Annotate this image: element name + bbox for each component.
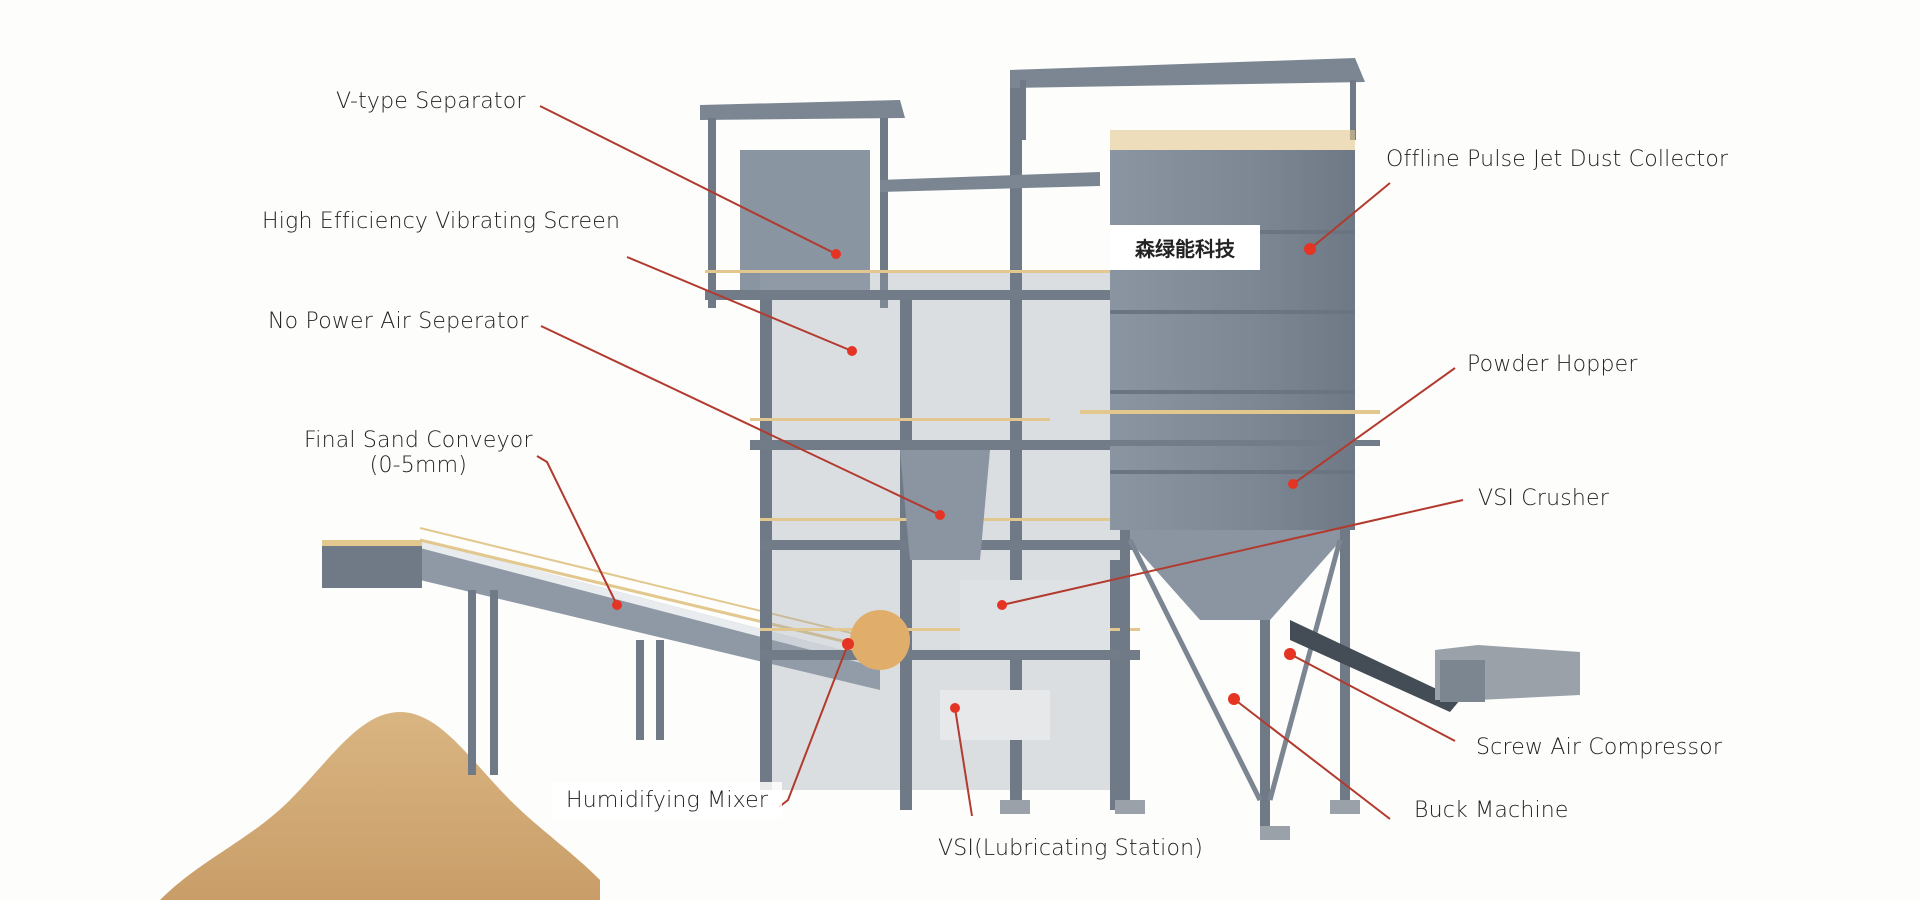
marker-dust-collector xyxy=(1304,243,1316,255)
dust-collector-tower xyxy=(1010,58,1380,830)
marker-air-separator xyxy=(935,510,945,520)
label-vibrating-screen: High Efficiency Vibrating Screen xyxy=(262,209,621,234)
label-vsi-lubricating-station: VSI(Lubricating Station) xyxy=(938,836,1204,861)
foundations xyxy=(1000,800,1360,840)
leader-lines xyxy=(536,105,1464,820)
label-buck-machine: Buck Machine xyxy=(1414,798,1569,823)
label-dust-collector: Offline Pulse Jet Dust Collector xyxy=(1386,147,1729,172)
label-final-sand-conveyor-size: (0-5mm) xyxy=(369,453,468,478)
marker-screw-air-compressor xyxy=(1284,648,1296,660)
marker-v-type-separator xyxy=(831,249,841,259)
marker-vibrating-screen xyxy=(847,346,857,356)
brand-sign: 森绿能科技 xyxy=(1135,237,1236,261)
main-frame xyxy=(705,80,1150,810)
label-final-sand-conveyor: Final Sand Conveyor (0-5mm) xyxy=(304,428,533,478)
marker-vsi-crusher xyxy=(997,600,1007,610)
label-humidifying-mixer: Humidifying Mixer xyxy=(552,782,783,819)
label-screw-air-compressor: Screw Air Compressor xyxy=(1476,735,1723,760)
compressor-room xyxy=(1290,620,1580,712)
marker-final-sand-conveyor xyxy=(612,600,622,610)
label-final-sand-conveyor-text: Final Sand Conveyor xyxy=(304,428,533,453)
marker-vsi-lubricating-station xyxy=(950,703,960,713)
left-tower xyxy=(700,100,905,308)
markers xyxy=(612,243,1316,713)
label-vsi-crusher: VSI Crusher xyxy=(1478,486,1610,511)
marker-powder-hopper xyxy=(1288,479,1298,489)
label-air-separator: No Power Air Seperator xyxy=(268,309,529,334)
label-v-type-separator: V-type Separator xyxy=(336,89,526,114)
marker-humidifying-mixer xyxy=(842,638,854,650)
label-powder-hopper: Powder Hopper xyxy=(1467,352,1638,377)
sand-pile xyxy=(160,712,600,900)
marker-buck-machine xyxy=(1228,693,1240,705)
